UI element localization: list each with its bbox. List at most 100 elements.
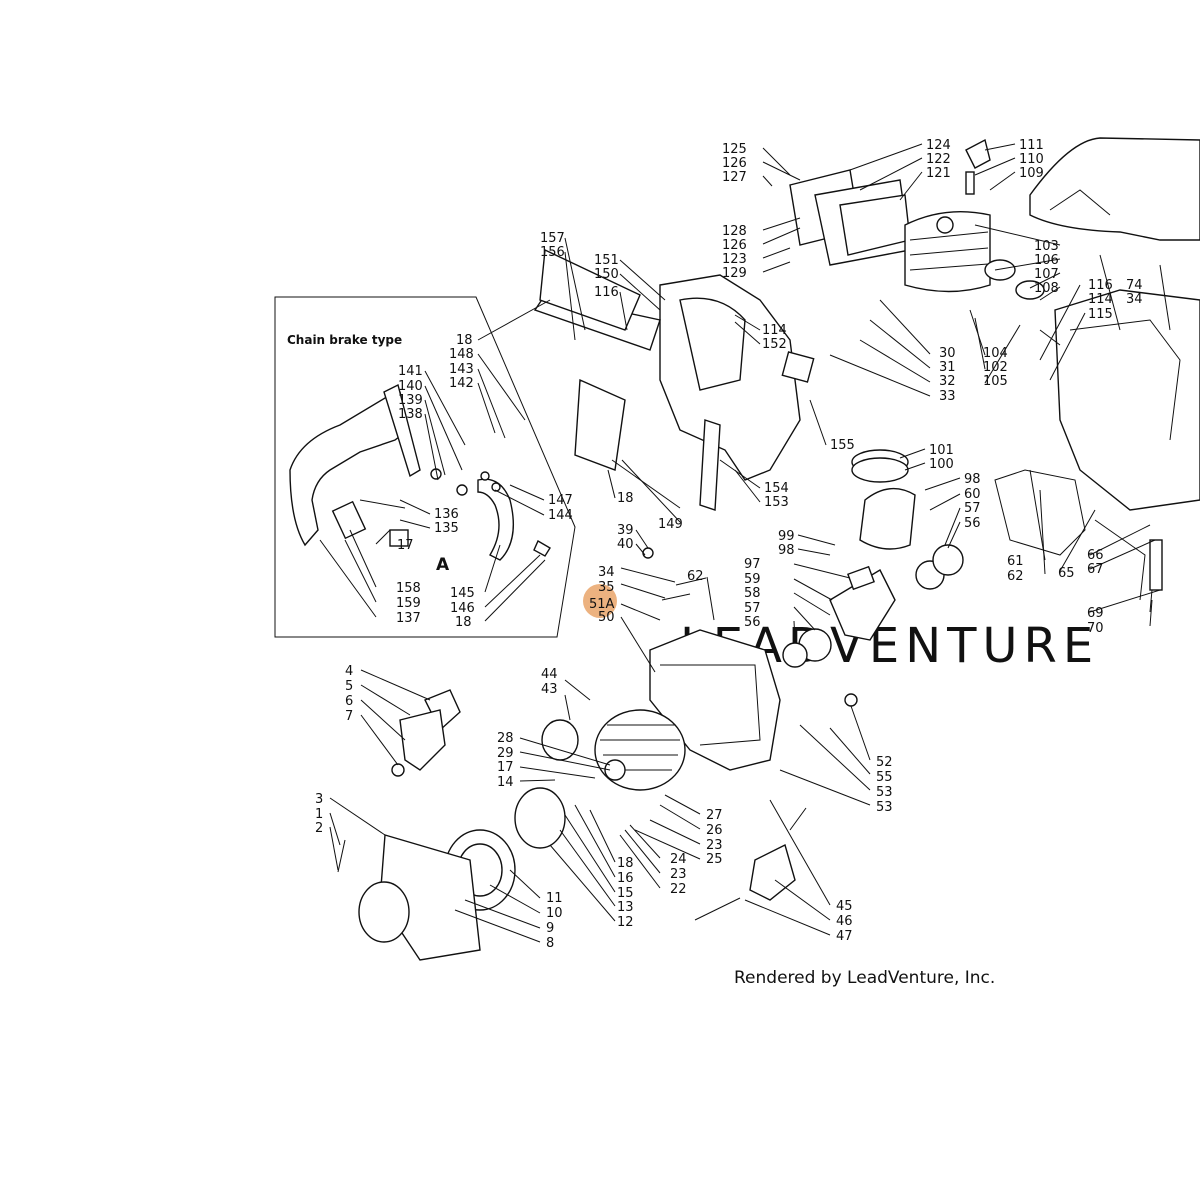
part-label: 32 [939,374,956,389]
part-label: 156 [540,245,565,260]
part-label: 8 [546,936,554,951]
part-label: 150 [594,267,619,282]
credit-text: Rendered by LeadVenture, Inc. [734,968,995,988]
part-label: 125 [722,142,747,157]
part-label: 11 [546,891,563,906]
part-label: 61 [1007,554,1024,569]
engine-parts-drawing [337,137,1200,961]
part-label: 122 [926,152,951,167]
part-label: 10 [546,906,563,921]
part-label: 3 [315,792,323,807]
part-label: 18 [617,856,634,871]
part-label: 60 [964,487,981,502]
part-label: 140 [398,379,423,394]
part-label: 52 [876,755,893,770]
part-label: 154 [764,481,789,496]
part-label: 17 [497,760,514,775]
part-label: 104 [983,346,1008,361]
part-label: 6 [345,694,353,709]
part-label: 153 [764,495,789,510]
part-label: 15 [617,886,634,901]
part-label: 59 [744,572,761,587]
part-label: 116 [1088,278,1113,293]
part-label: 97 [744,557,761,572]
part-label: 114 [762,323,787,338]
part-label: 66 [1087,548,1104,563]
part-label: 159 [396,596,421,611]
part-label: 152 [762,337,787,352]
part-label: 109 [1019,166,1044,181]
part-label: 24 [670,852,687,867]
part-label: 28 [497,731,514,746]
part-label: 45 [836,899,853,914]
part-label: 146 [450,601,475,616]
part-label: 40 [617,537,634,552]
part-label: 50 [598,610,615,625]
part-label: 102 [983,360,1008,375]
inset-title: Chain brake type [287,333,402,347]
part-label: 43 [541,682,558,697]
part-label: 33 [939,389,956,404]
part-label: 7 [345,709,353,724]
part-label: 13 [617,900,634,915]
part-label: 58 [744,586,761,601]
part-label: 111 [1019,138,1044,153]
part-label: 74 [1126,278,1143,293]
part-label: 14 [497,775,514,790]
part-label: 9 [546,921,554,936]
part-label: 101 [929,443,954,458]
part-label: 57 [964,501,981,516]
part-label: 126 [722,156,747,171]
part-label: 143 [449,362,474,377]
part-label: 4 [345,664,353,679]
part-label: 106 [1034,253,1059,268]
part-label: 27 [706,808,723,823]
part-label: 103 [1034,239,1059,254]
part-label: 2 [315,821,323,836]
part-label: 31 [939,360,956,375]
part-label: 158 [396,581,421,596]
part-label: 108 [1034,281,1059,296]
part-label: 123 [722,252,747,267]
part-label: 135 [434,521,459,536]
part-label: 115 [1088,307,1113,322]
part-label: 107 [1034,267,1059,282]
part-label: 121 [926,166,951,181]
part-label: 147 [548,493,573,508]
part-label: 155 [830,438,855,453]
part-label: 157 [540,231,565,246]
part-label: 124 [926,138,951,153]
part-label: 18 [456,333,473,348]
part-label: 53 [876,785,893,800]
part-label: 136 [434,507,459,522]
leader-lines [319,143,1171,943]
part-label: 141 [398,364,423,379]
part-label: 67 [1087,562,1104,577]
part-label: 98 [778,543,795,558]
part-label: 144 [548,508,573,523]
part-label: 34 [598,565,615,580]
part-number-labels: 125 126 127 124 122 121 128 126 123 129 … [315,138,1143,951]
part-label: 23 [706,838,723,853]
part-label: 145 [450,586,475,601]
part-label: 26 [706,823,723,838]
highlight-badge[interactable] [583,584,617,618]
part-label: 18 [455,615,472,630]
part-label: 46 [836,914,853,929]
part-label: 127 [722,170,747,185]
highlighted-part-label[interactable]: 51A [589,597,615,612]
part-label: 139 [398,393,423,408]
part-label: 53 [876,800,893,815]
part-label: 12 [617,915,634,930]
chain-brake-inset: Chain brake type A [274,296,576,638]
part-label: 65 [1058,566,1075,581]
part-label: 5 [345,679,353,694]
part-label: 142 [449,376,474,391]
part-label: 151 [594,253,619,268]
part-label: 1 [315,807,323,822]
part-label: 34 [1126,292,1143,307]
part-label: 30 [939,346,956,361]
part-label: 128 [722,224,747,239]
part-label: 116 [594,285,619,300]
